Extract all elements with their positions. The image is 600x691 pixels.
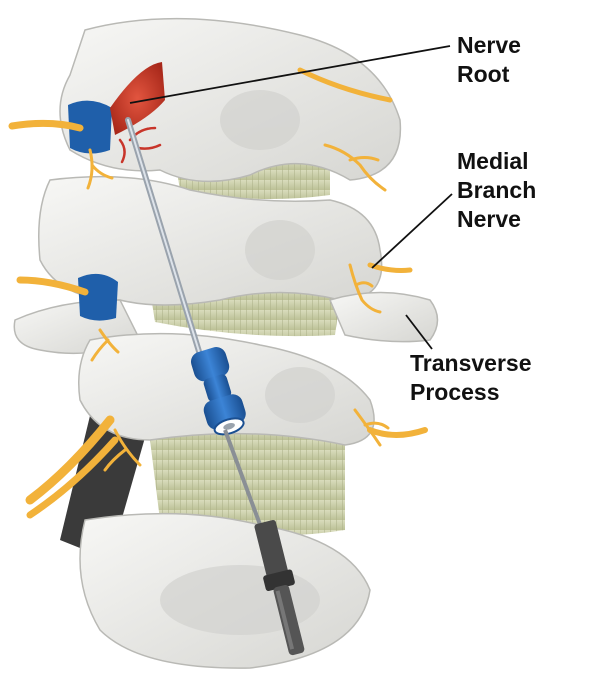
nerves — [8, 67, 428, 519]
leader-line-transverse — [405, 314, 433, 350]
nerve-root-highlight — [110, 62, 165, 164]
transverse-process-right — [328, 291, 439, 343]
label-transverse-process: Transverse Process — [410, 349, 531, 407]
label-transverse-line-1: Transverse — [410, 350, 532, 376]
needle-handle — [190, 347, 246, 436]
label-nerve-root-line-1: Nerve — [457, 32, 521, 58]
probe-body — [254, 519, 305, 656]
label-medial-line-2: Branch — [457, 177, 537, 203]
leader-line-medial-branch — [371, 193, 453, 269]
probe-wire — [223, 429, 264, 531]
bone-shading — [160, 90, 335, 635]
leader-line-nerve-root — [129, 45, 451, 104]
needle — [125, 117, 305, 656]
label-nerve-root-line-2: Root — [457, 61, 510, 87]
label-transverse-line-2: Process — [410, 379, 500, 405]
label-medial-line-3: Nerve — [457, 206, 521, 232]
label-nerve-root: Nerve Root — [457, 31, 521, 89]
leader-lines — [129, 45, 453, 350]
label-medial-branch-nerve: Medial Branch Nerve — [457, 147, 536, 234]
label-medial-line-1: Medial — [457, 148, 529, 174]
nerve-sheaths — [68, 100, 118, 321]
